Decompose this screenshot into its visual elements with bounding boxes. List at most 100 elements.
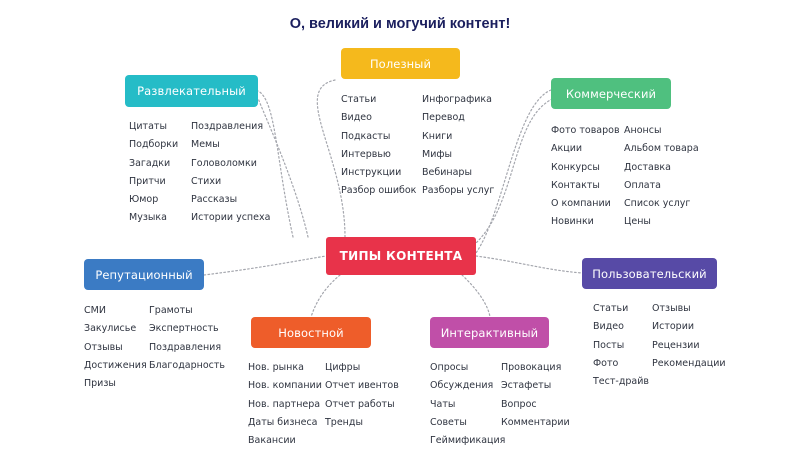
list-item: Альбом товара (624, 143, 699, 155)
connector-line (461, 274, 491, 318)
connector-line (310, 274, 341, 318)
list-item: Головоломки (191, 157, 257, 169)
list-item: Отчет работы (325, 398, 395, 410)
list-item: Тест-драйв (593, 376, 650, 388)
category-commercial-list-2: Анонсы Альбом товара Доставка Оплата Спи… (624, 122, 699, 232)
list-item: Фото (593, 357, 619, 369)
list-item: Перевод (422, 112, 465, 124)
category-news-list-1: Нов. рынка Нов. компании Нов. партнера Д… (248, 359, 322, 450)
category-interactive-list-2: Провокация Эстафеты Вопрос Комментарии (501, 359, 570, 432)
list-item: Вакансии (248, 435, 296, 447)
category-news-list-2: Цифры Отчет ивентов Отчет работы Тренды (325, 359, 399, 432)
list-item: Грамоты (149, 305, 193, 316)
list-item: Чаты (430, 398, 456, 410)
list-item: Рекомендации (652, 357, 726, 369)
list-item: Отзывы (652, 303, 691, 314)
category-entertainment-list-2: Поздравления Мемы Головоломки Стихи Расс… (191, 118, 270, 228)
list-item: Статьи (593, 303, 629, 314)
page-title: О, великий и могучий контент! (289, 16, 511, 32)
list-item: Даты бизнеса (248, 416, 318, 428)
list-item: Список услуг (624, 198, 691, 210)
list-item: Экспертность (149, 323, 219, 335)
list-item: Благодарность (149, 359, 226, 371)
list-item: Инфографика (422, 94, 492, 105)
list-item: Разбор ошибок (341, 185, 417, 197)
category-user-generated: Пользовательский (582, 258, 717, 289)
list-item: Стихи (191, 175, 222, 187)
list-item: Вебинары (422, 167, 472, 179)
list-item: Поздравления (191, 121, 264, 132)
connector-line (257, 97, 309, 238)
list-item: Цитаты (129, 121, 167, 132)
list-item: Интервью (341, 148, 391, 160)
list-item: Оплата (624, 179, 661, 191)
connector-line (203, 255, 327, 276)
connector-line (475, 255, 583, 274)
category-user-generated-list-2: Отзывы Истории Рецензии Рекомендации (652, 300, 726, 373)
list-item: Комментарии (501, 416, 570, 428)
connector-line (316, 79, 346, 238)
category-reputation: Репутационный (84, 259, 204, 290)
list-item: Истории (652, 321, 695, 333)
list-item: Нов. рынка (248, 362, 304, 373)
connector-line (475, 89, 552, 254)
list-item: Фото товаров (551, 125, 620, 136)
category-news: Новостной (251, 317, 371, 348)
list-item: Анонсы (624, 125, 662, 136)
list-item: Мемы (191, 139, 220, 151)
list-item: Рецензии (652, 339, 700, 351)
list-item: Опросы (430, 362, 469, 373)
list-item: Цифры (325, 362, 361, 373)
list-item: Провокация (501, 362, 562, 373)
list-item: Рассказы (191, 194, 238, 206)
center-node: ТИПЫ КОНТЕНТА (326, 237, 476, 275)
list-item: Цены (624, 216, 651, 228)
category-entertainment: Развлекательный (125, 75, 258, 107)
list-item: Книги (422, 130, 453, 142)
list-item: Поздравления (149, 341, 222, 353)
list-item: Инструкции (341, 167, 402, 179)
list-item: Эстафеты (501, 380, 552, 392)
list-item: Отчет ивентов (325, 380, 399, 392)
list-item: Акции (551, 143, 583, 155)
list-item: Закулисье (84, 323, 137, 335)
category-interactive: Интерактивный (430, 317, 549, 348)
list-item: Новинки (551, 216, 594, 228)
list-item: Нов. партнера (248, 398, 321, 410)
list-item: Конкурсы (551, 161, 600, 173)
list-item: Отзывы (84, 341, 123, 353)
list-item: Юмор (129, 194, 159, 206)
list-item: Видео (341, 112, 372, 124)
category-user-generated-list-1: Статьи Видео Посты Фото Тест-драйв (593, 300, 649, 391)
list-item: Загадки (129, 157, 171, 169)
list-item: Призы (84, 378, 116, 390)
category-reputation-list-1: СМИ Закулисье Отзывы Достижения Призы (84, 302, 147, 393)
list-item: О компании (551, 198, 611, 210)
category-useful-list-2: Инфографика Перевод Книги Мифы Вебинары … (422, 91, 494, 201)
category-commercial: Коммерческий (551, 78, 671, 109)
category-useful-list-1: Статьи Видео Подкасты Интервью Инструкци… (341, 91, 416, 201)
list-item: Нов. компании (248, 380, 322, 392)
list-item: Контакты (551, 179, 600, 191)
category-interactive-list-1: Опросы Обсуждения Чаты Советы Геймификац… (430, 359, 505, 450)
list-item: Доставка (624, 161, 671, 173)
list-item: Разборы услуг (422, 185, 495, 197)
list-item: Мифы (422, 148, 452, 160)
list-item: Притчи (129, 175, 166, 187)
list-item: Достижения (84, 359, 147, 371)
list-item: СМИ (84, 305, 106, 316)
category-entertainment-list-1: Цитаты Подборки Загадки Притчи Юмор Музы… (129, 118, 178, 228)
category-reputation-list-2: Грамоты Экспертность Поздравления Благод… (149, 302, 225, 375)
category-commercial-list-1: Фото товаров Акции Конкурсы Контакты О к… (551, 122, 620, 232)
category-useful: Полезный (341, 48, 460, 79)
connector-line (257, 90, 294, 238)
list-item: Подборки (129, 139, 179, 151)
list-item: Истории успеха (191, 212, 271, 224)
list-item: Видео (593, 321, 624, 333)
list-item: Геймификация (430, 435, 506, 447)
list-item: Тренды (325, 416, 363, 428)
list-item: Обсуждения (430, 380, 494, 392)
list-item: Статьи (341, 94, 377, 105)
